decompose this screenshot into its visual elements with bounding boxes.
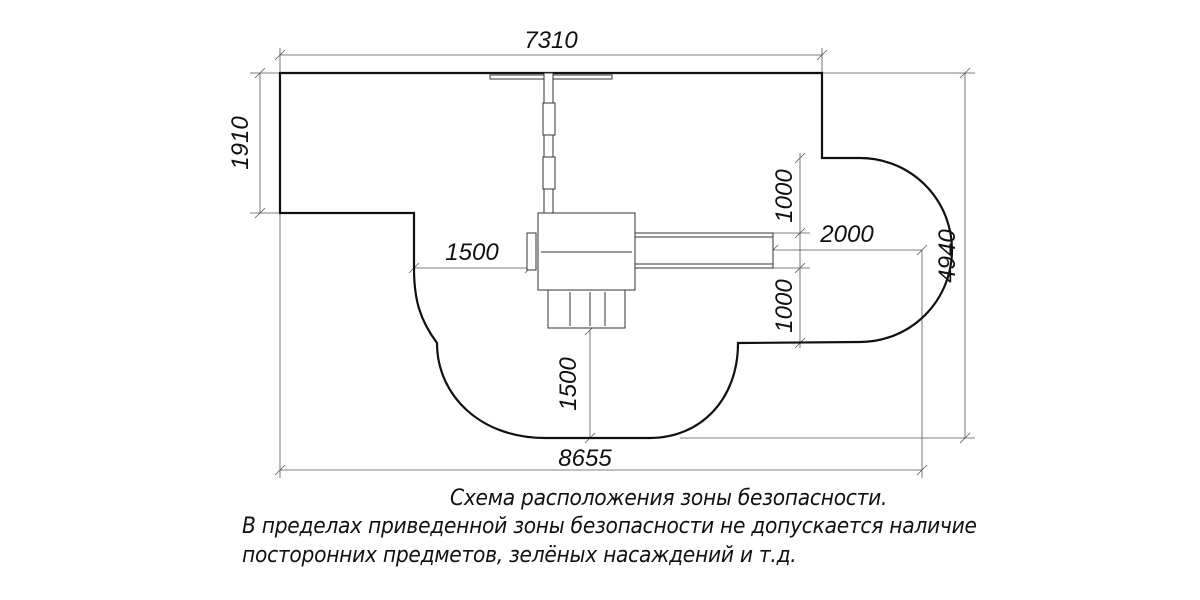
slide [634,232,774,269]
dim-left-height: 1910 [227,116,254,170]
dim-left-offset: 1500 [445,239,499,266]
drawing-title: Схема расположения зоны безопасности. [450,486,888,511]
dim-right-offset: 2000 [819,221,874,248]
dim-right-height: 4940 [934,229,961,283]
safety-zone-outline [278,71,954,440]
note-line-1: В пределах приведенной зоны безопасности… [242,514,977,539]
playground-equipment [489,72,774,329]
dim-upper-side: 1000 [771,169,798,223]
dim-lower-side: 1000 [771,279,798,333]
bridge [543,72,554,214]
dim-top-width: 7310 [524,27,578,54]
dim-bottom-width: 8655 [558,445,612,472]
climbing-section [547,289,626,329]
dim-bottom-offset: 1500 [555,357,582,411]
note-line-2: посторонних предметов, зелёных насаждени… [242,543,797,568]
